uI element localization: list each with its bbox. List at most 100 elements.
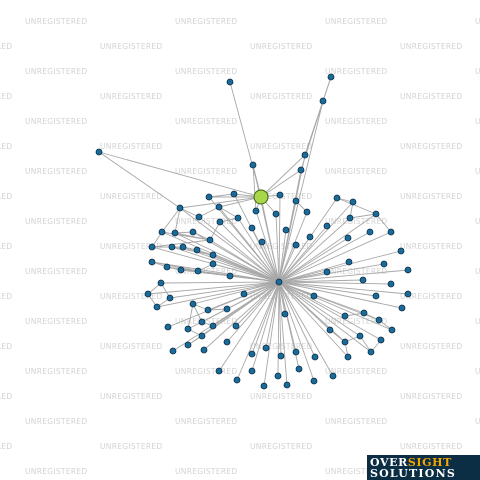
graph-edge <box>278 225 328 283</box>
graph-edge <box>198 206 220 218</box>
graph-node <box>169 347 177 355</box>
graph-edge <box>265 281 280 349</box>
graph-node <box>260 382 268 390</box>
watermark-text: UNREGISTERED <box>325 267 387 276</box>
graph-edge <box>375 213 392 233</box>
graph-edge <box>278 100 324 283</box>
graph-edge <box>187 303 194 330</box>
graph-node <box>198 332 206 340</box>
graph-edge <box>156 281 280 308</box>
graph-node <box>310 377 318 385</box>
watermark-text: UNREGISTERED <box>100 392 162 401</box>
watermark-text: UNREGISTERED <box>25 467 87 476</box>
graph-edge <box>278 281 315 382</box>
graph-node <box>387 280 395 288</box>
watermark-text: UNREGISTERED <box>175 267 237 276</box>
graph-node <box>329 372 337 380</box>
watermark-text: UNREGISTERED <box>325 17 387 26</box>
graph-node <box>333 194 341 202</box>
graph-node <box>209 260 217 268</box>
watermark-text: UNREGISTERED <box>475 217 480 226</box>
graph-edge <box>278 281 382 341</box>
graph-node <box>380 260 388 268</box>
watermark-text: UNREGISTERED <box>25 217 87 226</box>
graph-node <box>195 213 203 221</box>
graph-node <box>310 292 318 300</box>
graph-node <box>158 228 166 236</box>
graph-node <box>189 300 197 308</box>
logo-word-over: OVER <box>370 455 408 469</box>
graph-edge <box>161 207 181 233</box>
watermark-text: UNREGISTERED <box>325 417 387 426</box>
graph-node <box>248 350 256 358</box>
watermark-text: UNREGISTERED <box>250 92 312 101</box>
watermark-text: UNREGISTERED <box>100 342 162 351</box>
graph-edge <box>98 151 262 198</box>
graph-node <box>404 290 412 298</box>
graph-edge <box>251 227 280 283</box>
graph-edge <box>179 207 280 283</box>
graph-node <box>144 290 152 298</box>
graph-edge <box>278 281 282 357</box>
graph-node <box>166 294 174 302</box>
graph-node <box>248 367 256 375</box>
graph-edge <box>151 261 199 272</box>
watermark-text: UNREGISTERED <box>0 242 12 251</box>
graph-node <box>281 310 289 318</box>
graph-edge <box>278 281 372 353</box>
watermark-text: UNREGISTERED <box>100 442 162 451</box>
graph-node <box>189 228 197 236</box>
watermark-text: UNREGISTERED <box>325 217 387 226</box>
graph-node <box>148 258 156 266</box>
graph-edge <box>218 281 280 372</box>
graph-node <box>223 305 231 313</box>
graph-node <box>234 214 242 222</box>
graph-edge <box>278 281 346 317</box>
watermark-text: UNREGISTERED <box>325 317 387 326</box>
graph-node <box>356 332 364 340</box>
logo-word-solutions: SOLUTIONS <box>370 466 456 480</box>
graph-node <box>387 228 395 236</box>
watermark-text: UNREGISTERED <box>175 417 237 426</box>
watermark-text: UNREGISTERED <box>25 417 87 426</box>
hub-node <box>275 278 283 286</box>
watermark-text: UNREGISTERED <box>325 67 387 76</box>
graph-node <box>397 247 405 255</box>
graph-edge <box>278 281 315 297</box>
graph-node <box>375 316 383 324</box>
graph-node <box>311 353 319 361</box>
graph-node <box>301 151 309 159</box>
graph-node <box>297 166 305 174</box>
watermark-text: UNREGISTERED <box>325 367 387 376</box>
graph-node <box>341 312 349 320</box>
graph-node <box>209 322 217 330</box>
watermark-text: UNREGISTERED <box>400 92 462 101</box>
watermark-text: UNREGISTERED <box>25 267 87 276</box>
graph-node <box>163 263 171 271</box>
watermark-text: UNREGISTERED <box>0 342 12 351</box>
watermark-text: UNREGISTERED <box>475 267 480 276</box>
watermark-text: UNREGISTERED <box>400 242 462 251</box>
graph-edge <box>160 281 280 284</box>
graph-node <box>205 193 213 201</box>
watermark-text: UNREGISTERED <box>475 17 480 26</box>
watermark-text: UNREGISTERED <box>0 142 12 151</box>
watermark-layer: UNREGISTERED UNREGISTERED UNREGISTERED UNRE… <box>0 17 480 476</box>
watermark-text: UNREGISTERED <box>250 142 312 151</box>
graph-edge <box>278 281 392 285</box>
watermark-text: UNREGISTERED <box>25 17 87 26</box>
watermark-text: UNREGISTERED <box>325 167 387 176</box>
graph-node <box>194 267 202 275</box>
watermark-text: UNREGISTERED <box>0 292 12 301</box>
graph-node <box>232 322 240 330</box>
graph-edge <box>260 154 306 198</box>
watermark-text: UNREGISTERED <box>0 92 12 101</box>
graph-node <box>277 352 285 360</box>
graph-edge <box>278 281 316 358</box>
graph-edge <box>278 281 361 337</box>
graph-edge <box>226 281 280 343</box>
graph-node <box>204 306 212 314</box>
graph-node <box>344 234 352 242</box>
graph-edge <box>278 213 377 283</box>
watermark-text: UNREGISTERED <box>0 442 12 451</box>
